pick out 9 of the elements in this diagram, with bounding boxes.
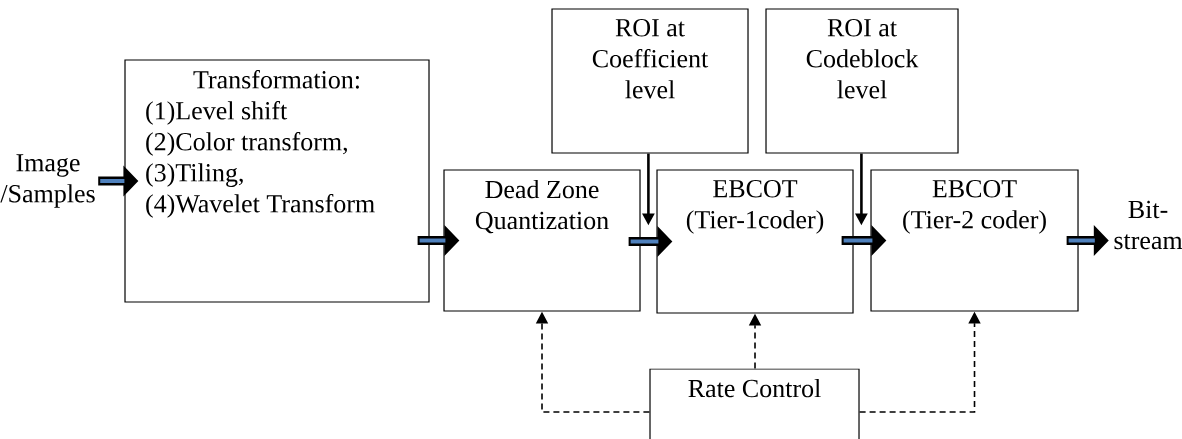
process-box: Rate Control — [649, 368, 860, 439]
process-box: ROI at Codeblock level — [765, 8, 959, 154]
process-box: ROI at Coefficient level — [551, 8, 749, 154]
process-box: Transformation: (1)Level shift (2)Color transform, (3)Tiling, (4)Wavelet Transform — [124, 59, 430, 303]
input-label: Image /Samples — [0, 154, 95, 208]
output-label: Bit-stream — [1114, 200, 1182, 250]
process-box: Dead Zone Quantization — [443, 169, 641, 312]
process-box: EBCOT (Tier-1coder) — [656, 169, 854, 314]
process-box: EBCOT (Tier-2 coder) — [870, 169, 1079, 312]
